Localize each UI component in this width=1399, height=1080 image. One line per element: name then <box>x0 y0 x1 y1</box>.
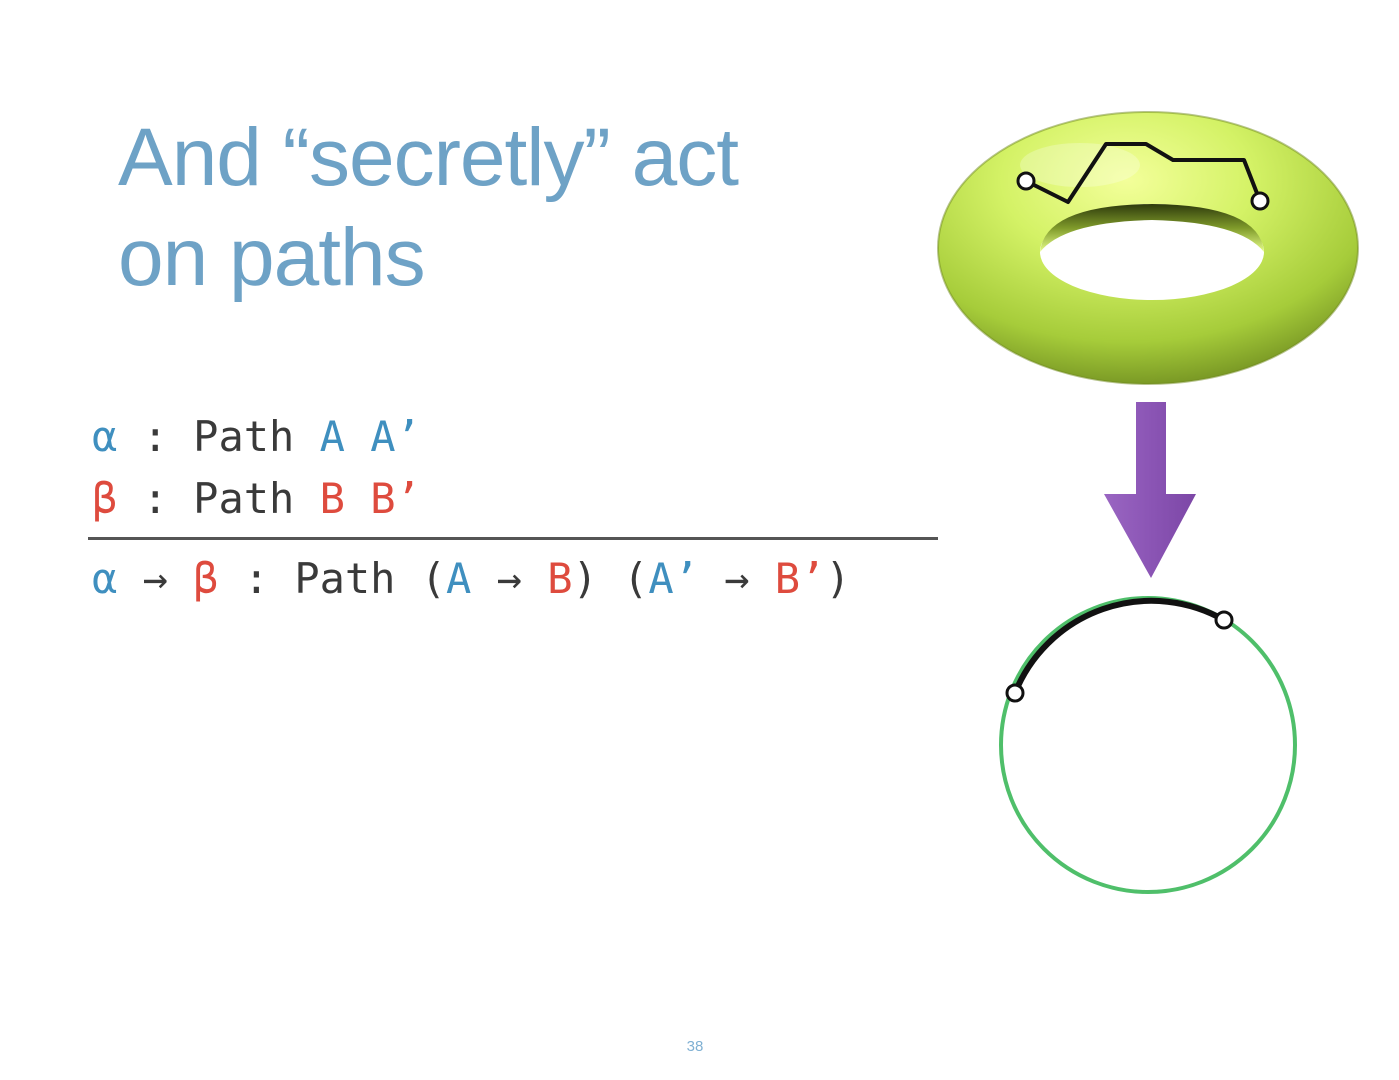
torus-to-circle-figure <box>937 111 1359 894</box>
path-keyword: Path <box>193 412 320 461</box>
type-a: A <box>319 412 345 461</box>
alpha-symbol: α <box>92 554 118 603</box>
page-number: 38 <box>686 1038 704 1055</box>
type-a: A <box>446 554 472 603</box>
path-end-point <box>1250 191 1270 211</box>
path-keyword: Path <box>193 474 320 523</box>
arc-start-point <box>1005 683 1025 703</box>
path-start-point <box>1016 171 1036 191</box>
arrow: → <box>471 554 548 603</box>
type-b-prime: B’ <box>774 554 826 603</box>
close-paren: ) <box>825 554 851 603</box>
type-a-prime: A’ <box>370 412 421 461</box>
circle-path-arc <box>1005 597 1234 703</box>
type-b: B <box>319 474 345 523</box>
parens: ) ( <box>572 554 649 603</box>
colon: : <box>117 412 194 461</box>
torus-icon <box>937 111 1359 385</box>
type-b-prime: B’ <box>370 474 421 523</box>
torus-path <box>1016 142 1270 211</box>
type-a-prime: A’ <box>648 554 699 603</box>
arrow: → <box>698 554 775 603</box>
conclusion: α → β : Path (A → B) (A’ → B’) <box>92 554 851 604</box>
slide-title: And “secretly” act on paths <box>118 108 878 308</box>
beta-symbol: β <box>193 554 219 603</box>
type-b: B <box>547 554 573 603</box>
beta-symbol: β <box>92 474 118 523</box>
title-line-1: And “secretly” act <box>118 112 739 203</box>
down-arrow-icon <box>1104 402 1196 578</box>
path-keyword: Path ( <box>294 554 447 603</box>
title-line-2: on paths <box>118 212 426 303</box>
inference-rule-line <box>88 537 938 540</box>
space <box>345 474 370 523</box>
colon: : <box>117 474 194 523</box>
arc-end-point <box>1214 610 1234 630</box>
colon: : <box>218 554 295 603</box>
alpha-symbol: α <box>92 412 118 461</box>
premise-beta: β : Path B B’ <box>92 474 421 524</box>
space <box>345 412 370 461</box>
premise-alpha: α : Path A A’ <box>92 412 421 462</box>
arrow: → <box>117 554 194 603</box>
